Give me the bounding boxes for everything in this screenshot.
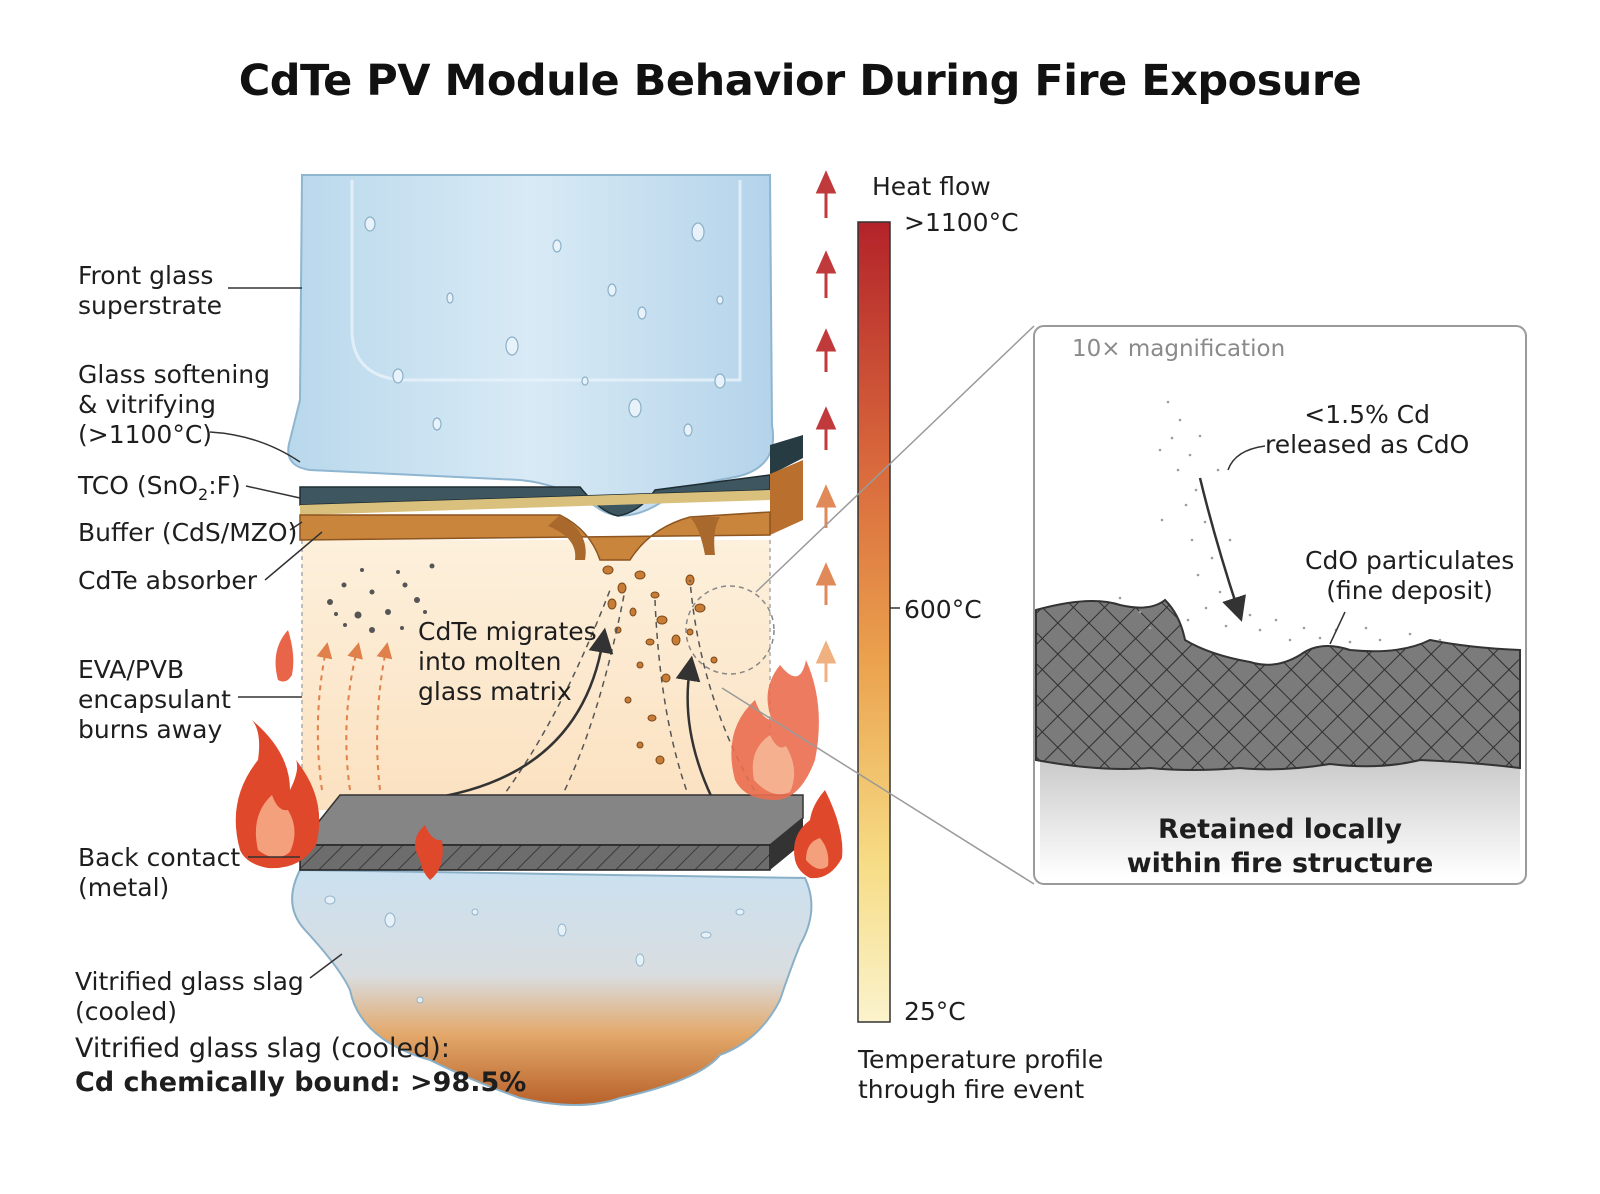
temp-mid-label: 600°C: [904, 595, 982, 624]
vapor-particles: [327, 563, 435, 633]
summary-cd-bound: Cd chemically bound: >98.5%: [75, 1067, 527, 1098]
diagram-title: CdTe PV Module Behavior During Fire Expo…: [238, 56, 1362, 106]
temperature-bar: [857, 221, 891, 1023]
flames: [235, 630, 843, 880]
cdo-spray: [1118, 400, 1442, 644]
back-contact: [299, 844, 771, 871]
fire-residue-layer: [1035, 598, 1521, 771]
leader-lines: [209, 287, 343, 979]
vitrified-slag: [291, 868, 813, 1106]
summary-slag: Vitrified glass slag (cooled):: [75, 1033, 450, 1064]
temp-high-label: >1100°C: [904, 208, 1019, 237]
label-back-contact: Back contact(metal): [78, 843, 241, 902]
label-cdte-absorber: CdTe absorber: [78, 566, 257, 595]
label-glass-softening: Glass softening& vitrifying(>1100°C): [78, 360, 271, 449]
heat-flow-label: Heat flow: [872, 172, 991, 201]
front-glass: [287, 174, 775, 517]
label-buffer: Buffer (CdS/MZO): [78, 518, 298, 547]
magnification-target: [685, 585, 775, 675]
label-tco: TCO (SnO2:F): [78, 471, 241, 504]
label-slag: Vitrified glass slag(cooled): [75, 967, 304, 1026]
magnification-label: 10× magnification: [1072, 336, 1286, 362]
tco-buffer-interface: [300, 490, 770, 515]
heat-flow-arrows: [815, 170, 837, 450]
particulate-label: CdO particulates(fine deposit): [1305, 546, 1515, 605]
glass-droplets: [364, 216, 726, 437]
buffer-layer: [299, 511, 771, 561]
temp-low-label: 25°C: [904, 997, 966, 1026]
